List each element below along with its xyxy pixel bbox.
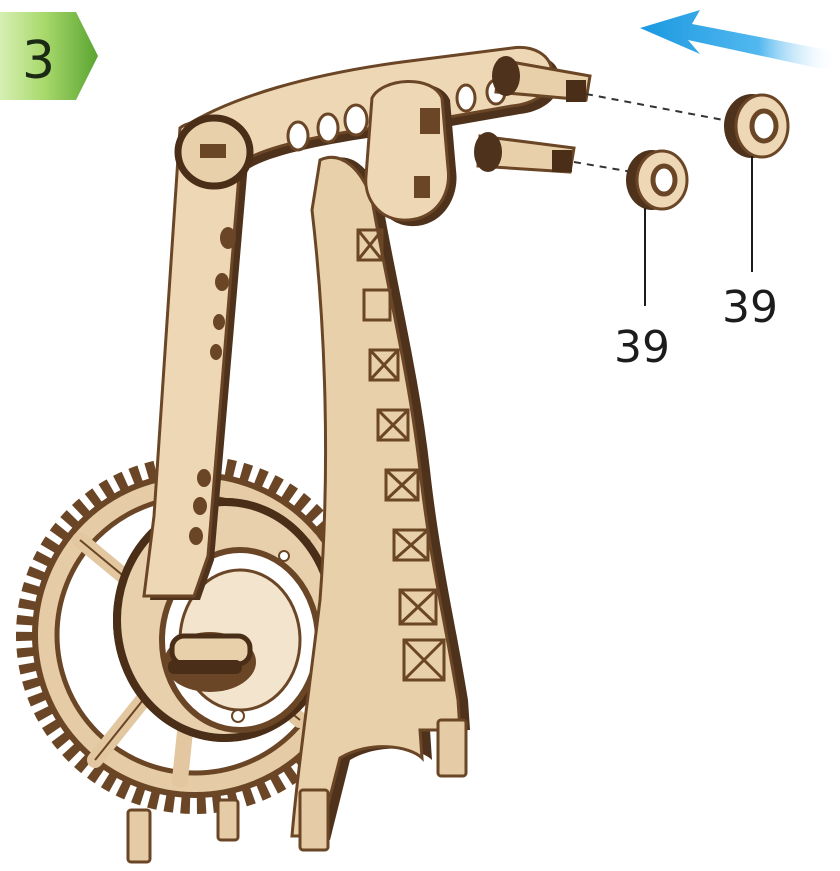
washer-part-upper <box>724 94 788 272</box>
arrow-left-icon <box>640 10 838 72</box>
connector-plate <box>366 81 457 226</box>
crank-pin <box>164 632 256 692</box>
part-label-lower: 39 <box>614 322 670 373</box>
step-badge: 3 <box>0 12 98 100</box>
lattice-tower <box>292 157 470 850</box>
part-label-upper: 39 <box>722 282 778 333</box>
step-number: 3 <box>22 31 55 91</box>
washer-part-lower <box>626 150 687 306</box>
